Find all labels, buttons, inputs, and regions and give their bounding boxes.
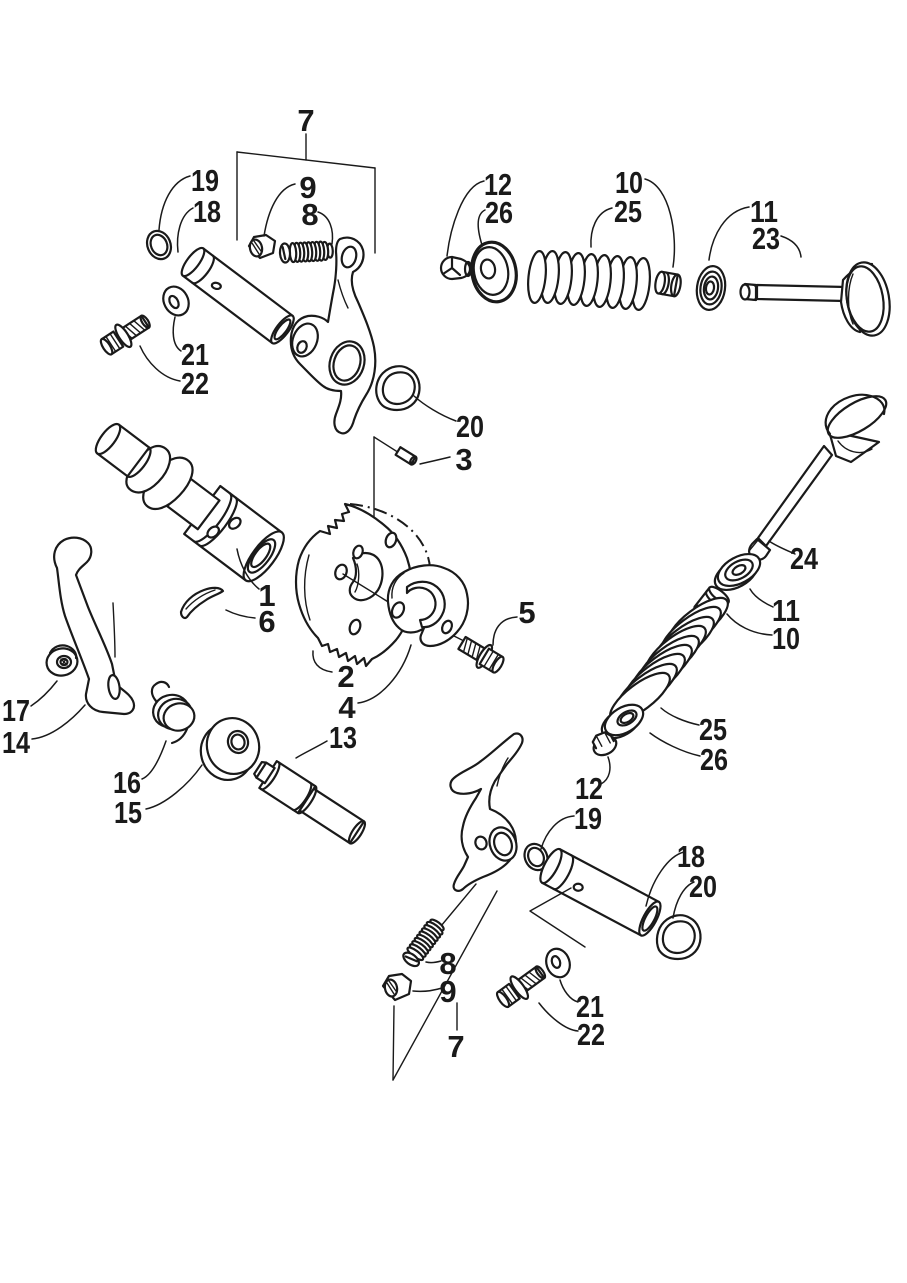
callout-10-top: 10: [615, 165, 643, 200]
callout-1: 1: [258, 578, 275, 613]
callout-26-top: 26: [485, 195, 513, 230]
decomp-plate-4: [386, 564, 470, 648]
spring-seat-26-right: [600, 703, 645, 740]
spring-25-right: [609, 596, 729, 723]
dowel-pin-3: [394, 446, 418, 466]
washer-21-bottom: [545, 947, 571, 979]
callout-4: 4: [338, 690, 356, 725]
torsion-spring-16: [150, 680, 196, 745]
callout-11-right: 11: [772, 593, 800, 628]
valve-23: [739, 261, 891, 337]
spring-seat-10-top: [654, 270, 682, 298]
callout-11-top: 11: [750, 194, 778, 229]
seal-15: [199, 717, 261, 781]
callout-18-bottom: 18: [677, 839, 705, 874]
leader-lines: [30, 175, 802, 1032]
callout-22-top: 22: [181, 366, 209, 401]
callout-19-top: 19: [191, 163, 219, 198]
callout-26-right: 26: [700, 742, 728, 777]
callout-5: 5: [518, 595, 535, 630]
retainer-26-top: [470, 240, 518, 304]
callout-18-top: 18: [193, 194, 221, 229]
oring-19-bottom: [523, 842, 549, 872]
callout-2: 2: [337, 659, 354, 694]
callout-10-right: 10: [772, 621, 800, 656]
callout-9-bottom: 9: [439, 974, 456, 1009]
rocker-arm-7-top: [289, 236, 377, 435]
callout-12-mid: 12: [575, 771, 603, 806]
callout-14: 14: [2, 725, 31, 760]
keeper-12-top: [439, 255, 473, 281]
bolt-5: [457, 635, 505, 674]
adjuster-screw-8-bottom: [402, 918, 445, 968]
bolt-22-top: [99, 314, 151, 356]
callout-20-bottom: 20: [689, 869, 717, 904]
camshaft-1: [94, 422, 285, 583]
nut-9-bottom: [381, 972, 413, 1002]
bracket-assembly-7-top: [236, 133, 376, 254]
callout-9-top: 9: [299, 170, 316, 205]
callout-12-top: 12: [484, 167, 512, 202]
callout-3: 3: [455, 442, 472, 477]
shaft-13: [253, 760, 367, 845]
callout-25-right: 25: [699, 712, 727, 747]
gasket-20-top: [375, 365, 421, 412]
callout-16: 16: [113, 765, 141, 800]
callout-21-bottom: 21: [576, 989, 604, 1024]
valve-seal-11-top: [695, 265, 727, 311]
callout-15: 15: [114, 795, 142, 830]
valve-seal-11-right: [713, 552, 762, 592]
callout-8-top: 8: [301, 197, 318, 232]
gasket-20-bottom: [655, 914, 702, 961]
adjuster-screw-8-top: [278, 240, 334, 264]
bearing-shim-6: [179, 586, 225, 620]
callout-20-top: 20: [456, 409, 484, 444]
shift-lever-14: [53, 536, 136, 716]
callout-7-top: 7: [297, 103, 314, 138]
shaft-18-top: [180, 246, 295, 345]
callout-24: 24: [790, 541, 819, 576]
callout-21-top: 21: [181, 337, 209, 372]
oring-19-top: [145, 229, 173, 261]
sprocket-2: [294, 502, 432, 668]
callout-22-bottom: 22: [577, 1017, 605, 1052]
callout-6: 6: [258, 604, 275, 639]
spring-25-top: [527, 250, 651, 311]
nut-12-right: [591, 731, 618, 757]
callout-23: 23: [752, 221, 780, 256]
rocker-arm-7-bottom: [449, 732, 524, 892]
nut-17: [45, 644, 79, 677]
washer-21-top: [162, 285, 190, 317]
nut-9-top: [247, 233, 277, 260]
callout-13: 13: [329, 720, 357, 755]
callout-25-top: 25: [614, 194, 642, 229]
bracket-assembly-7-bottom: [392, 883, 498, 1081]
callout-7-bottom: 7: [447, 1029, 464, 1064]
callout-8-bottom: 8: [439, 946, 456, 981]
callout-17: 17: [2, 693, 30, 728]
bolt-22-guide-line: [529, 887, 586, 948]
callout-19-mid: 19: [574, 801, 602, 836]
valve-24: [748, 393, 888, 561]
shaft-18-bottom: [539, 847, 662, 937]
bolt-22-bottom: [495, 965, 547, 1009]
